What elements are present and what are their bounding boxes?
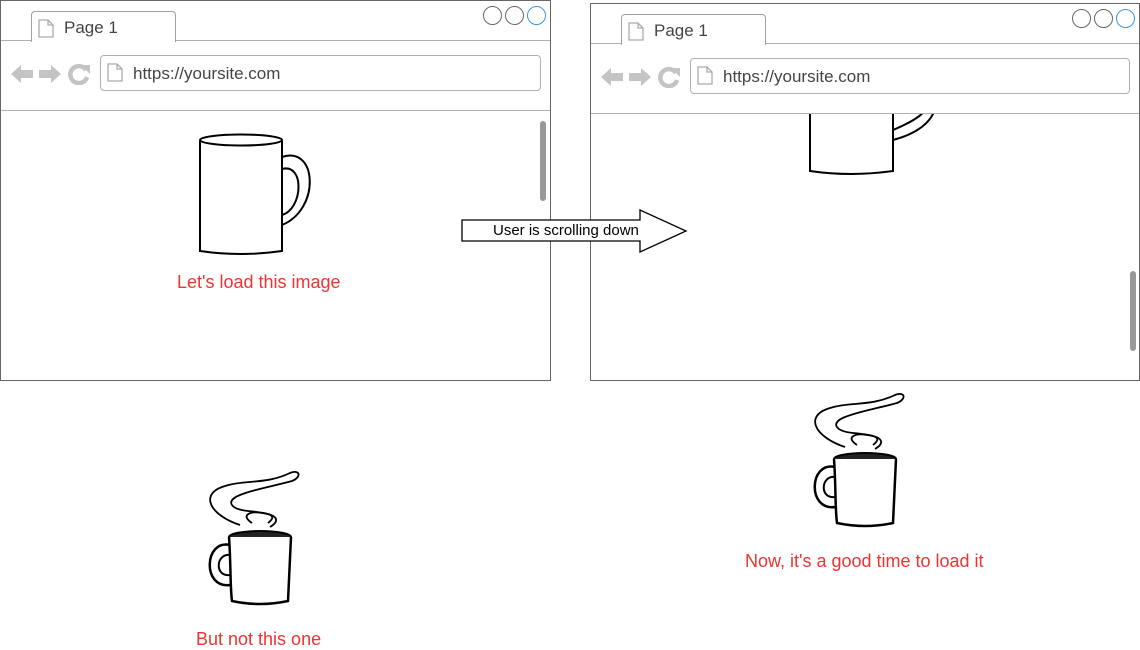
page-icon [38,19,54,38]
url-text: https://yoursite.com [723,67,871,86]
browser-chrome: Page 1 https://yoursite.com [591,4,1139,114]
caption-good-time-to-load: Now, it's a good time to load it [745,551,984,571]
caption-not-this-one: But not this one [196,629,322,649]
address-bar[interactable]: https://yoursite.com [100,55,541,91]
page-icon [697,66,713,85]
tab-label: Page 1 [654,21,708,40]
browser-window-right: Page 1 https://yoursite.com [590,3,1140,381]
window-button-icon[interactable] [1094,9,1113,28]
tab-strip [591,43,1139,44]
scrollbar-thumb[interactable] [1130,271,1136,351]
window-buttons [480,6,546,30]
tab-strip [1,40,550,41]
window-button-icon[interactable] [483,6,502,25]
browser-tab[interactable]: Page 1 [621,14,766,45]
caption-load-image: Let's load this image [177,272,341,292]
window-button-icon[interactable] [1116,9,1135,28]
steaming-coffee-mug-icon [813,393,905,528]
tab-label: Page 1 [64,18,118,37]
forward-arrow-icon[interactable] [628,66,652,88]
forward-arrow-icon[interactable] [38,63,62,85]
window-buttons [1069,9,1135,33]
nav-buttons [600,66,681,88]
page-icon [107,63,123,82]
nav-buttons [10,63,91,85]
window-button-icon[interactable] [527,6,546,25]
window-button-icon[interactable] [1072,9,1091,28]
window-button-icon[interactable] [505,6,524,25]
steaming-coffee-mug-icon [208,471,300,606]
refresh-icon[interactable] [657,66,681,88]
scroll-arrow [461,208,688,254]
refresh-icon[interactable] [67,63,91,85]
browser-tab[interactable]: Page 1 [31,11,176,42]
browser-chrome: Page 1 https://yoursite.com [1,1,550,111]
coffee-mug-icon [199,133,311,255]
coffee-mug-icon [809,104,934,175]
arrow-label: User is scrolling down [493,222,639,239]
scrollbar-thumb[interactable] [540,121,546,201]
url-text: https://yoursite.com [133,64,281,83]
address-bar[interactable]: https://yoursite.com [690,58,1130,94]
back-arrow-icon[interactable] [10,63,34,85]
page-icon [628,22,644,41]
back-arrow-icon[interactable] [600,66,624,88]
browser-window-left: Page 1 https://yoursite.com Let's load t… [0,0,551,381]
